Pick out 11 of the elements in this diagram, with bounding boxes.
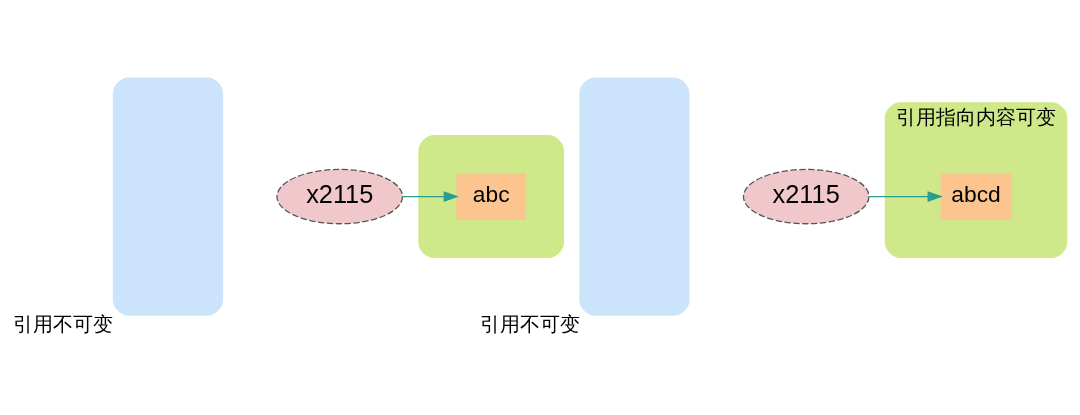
arrow [868, 190, 943, 202]
node-ellipse: x2115 [742, 168, 870, 224]
node-box [579, 76, 690, 316]
node-box: abcd [940, 172, 1012, 220]
node-label: 引用不可变 [479, 312, 580, 335]
node-box [112, 76, 224, 316]
node-ellipse: x2115 [276, 168, 404, 224]
cluster [418, 134, 565, 258]
arrow [402, 190, 459, 202]
node-box: abc [456, 172, 527, 220]
node-label: 引用不可变 [13, 312, 114, 335]
